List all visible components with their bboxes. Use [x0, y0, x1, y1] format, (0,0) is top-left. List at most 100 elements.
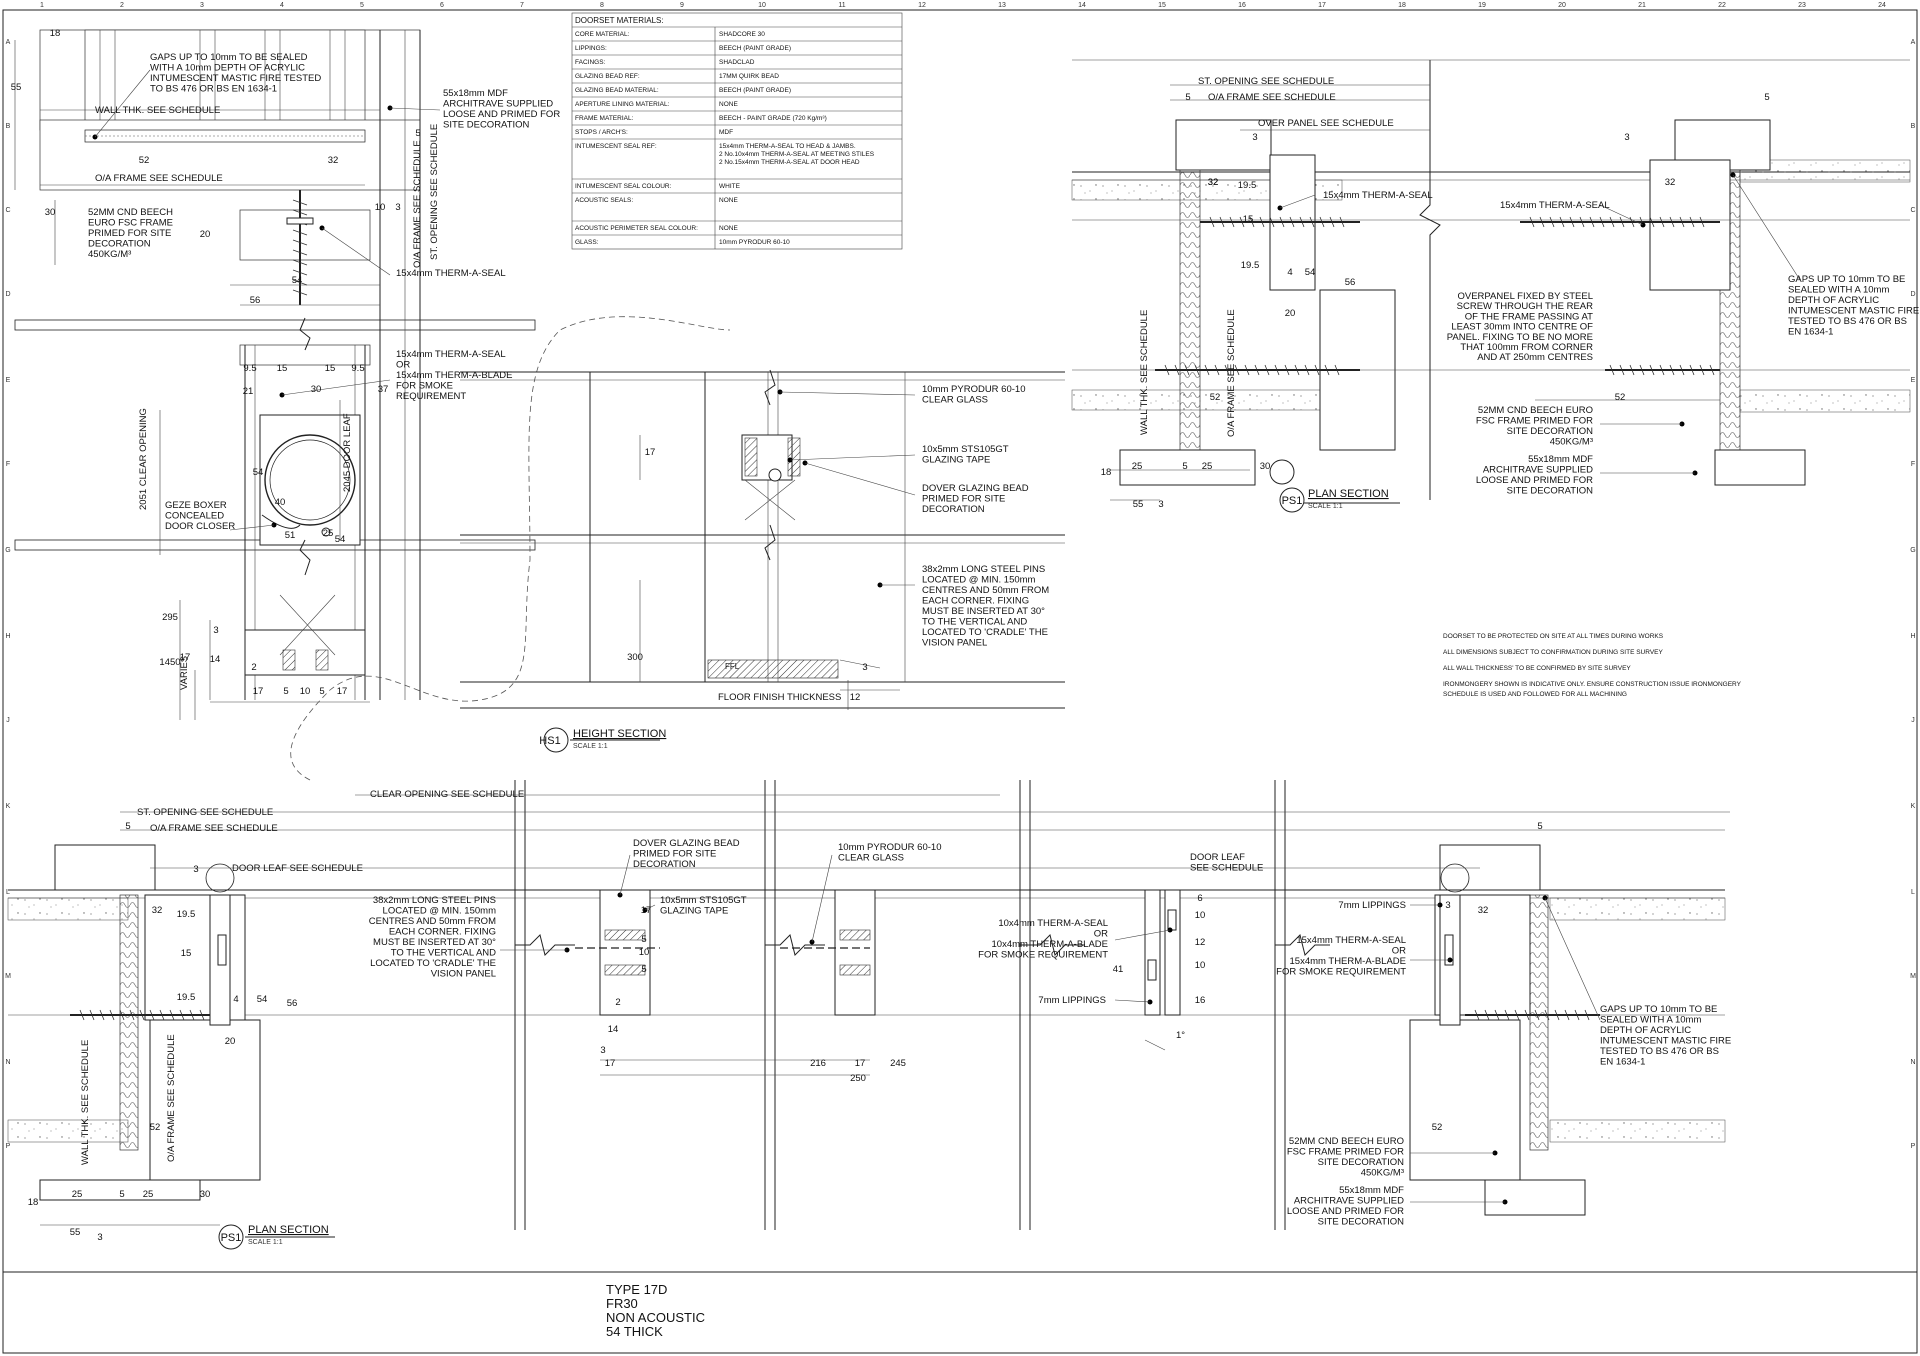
ps1-top-dimension: 3: [1252, 132, 1257, 143]
grid-row-B-right: B: [1911, 123, 1916, 130]
ps1-bottom-angle-label: 1°: [1176, 1030, 1185, 1041]
ps1-bottom-pins-note: 38x2mm LONG STEEL PINS: [373, 895, 496, 906]
ps1-top-frame-note: SITE DECORATION: [1507, 426, 1594, 437]
ps1-bottom-scale: SCALE 1:1: [248, 1239, 283, 1246]
ps1-bottom-dimension: 5: [1537, 821, 1542, 832]
ps1-bottom-dimension: 25: [143, 1189, 154, 1200]
hs1-dimension: 9.5: [351, 363, 364, 374]
hs1-frame-note: PRIMED FOR SITE: [88, 228, 171, 239]
hs1-dimension: 300: [627, 652, 643, 663]
ps1-bottom-glass-note: CLEAR GLASS: [838, 853, 904, 864]
ps1-bottom-dimension: 10: [1195, 960, 1206, 971]
hs1-geze-note: GEZE BOXER: [165, 500, 227, 511]
ps1-top-dimension: 56: [1345, 277, 1356, 288]
general-note: IRONMONGERY SHOWN IS INDICATIVE ONLY. EN…: [1443, 681, 1742, 688]
general-note: ALL WALL THICKNESS' TO BE CONFIRMED BY S…: [1443, 665, 1631, 672]
ps1-bottom-lippings-right: 7mm LIPPINGS: [1338, 900, 1406, 911]
ps1-top-over-panel: OVER PANEL SEE SCHEDULE: [1258, 118, 1394, 129]
ps1-bottom-pins-note: TO THE VERTICAL AND: [391, 948, 496, 959]
hs1-dimension: 3: [395, 202, 400, 213]
grid-row-N-right: N: [1910, 1059, 1915, 1066]
materials-value: 2 No.10x4mm THERM-A-SEAL AT MEETING STIL…: [719, 151, 875, 158]
hs1-dimension: 17: [180, 652, 191, 663]
grid-column-18: 18: [1398, 2, 1406, 9]
hs1-pins-note: LOCATED TO 'CRADLE' THE: [922, 627, 1048, 638]
ps1-bottom-title: PLAN SECTION: [248, 1224, 329, 1236]
hs1-pins-note: EACH CORNER. FIXING: [922, 596, 1029, 607]
hs1-title: HEIGHT SECTION: [573, 728, 666, 740]
ps1-top-overpanel-note: THAT 100mm FROM CORNER: [1460, 342, 1593, 353]
ps1-bottom-dimension: 14: [608, 1024, 619, 1035]
ps1-top-frame-note: FSC FRAME PRIMED FOR: [1476, 416, 1593, 427]
ps1-top-frame-note: 52MM CND BEECH EURO: [1478, 405, 1593, 416]
ps1-bottom-dimension: 4: [233, 994, 238, 1005]
ps1-bottom-frame-note: 450KG/M³: [1361, 1168, 1404, 1179]
grid-column-14: 14: [1078, 2, 1086, 9]
grid-column-23: 23: [1798, 2, 1806, 9]
hs1-glass-note: 10mm PYRODUR 60-10: [922, 384, 1025, 395]
ps1-top-title: PLAN SECTION: [1308, 488, 1389, 500]
hs1-dimension: 32: [328, 155, 339, 166]
hs1-ffl-label: FFL: [725, 662, 740, 671]
ps1-bottom-meeting-stile-note: OR: [1094, 929, 1108, 940]
hs1-architrave-note: SITE DECORATION: [443, 120, 530, 131]
grid-row-D-right: D: [1910, 291, 1915, 298]
hs1-dimension: 5: [283, 686, 288, 697]
ps1-top-plan-section: [1071, 59, 1911, 513]
ps1-bottom-gaps-note: SEALED WITH A 10mm: [1600, 1015, 1701, 1026]
ps1-top-gaps-note: GAPS UP TO 10mm TO BE: [1788, 274, 1905, 285]
hs1-dimension: 25: [323, 528, 334, 539]
ps1-bottom-dimension: 17: [855, 1058, 866, 1069]
materials-label: INTUMESCENT SEAL REF:: [575, 143, 657, 150]
hs1-st-opening-vertical: ST. OPENING SEE SCHEDULE: [429, 124, 440, 260]
grid-row-B-left: B: [6, 123, 11, 130]
ps1-bottom-pins-note: LOCATED @ MIN. 150mm: [383, 906, 497, 917]
materials-value: SHADCORE 30: [719, 31, 765, 38]
general-note: DOORSET TO BE PROTECTED ON SITE AT ALL T…: [1443, 633, 1664, 640]
hs1-frame-note: EURO FSC FRAME: [88, 218, 173, 229]
ps1-bottom-plan-section: [7, 780, 1730, 1250]
hs1-glass-note: CLEAR GLASS: [922, 395, 988, 406]
ps1-top-dimension: 19.5: [1241, 260, 1260, 271]
grid-row-A-left: A: [6, 39, 11, 46]
hs1-oa-frame-vertical: O/A FRAME SEE SCHEDULE: [412, 140, 423, 268]
ps1-bottom-dimension: 17: [605, 1058, 616, 1069]
hs1-dimension: 56: [250, 295, 261, 306]
ps1-bottom-pins-note: VISION PANEL: [431, 969, 496, 980]
title-block-fire-rating: FR30: [606, 1296, 638, 1311]
materials-value: SHADCLAD: [719, 59, 755, 66]
ps1-top-frame-note: 450KG/M³: [1550, 437, 1593, 448]
ps1-bottom-dimension: 54: [257, 994, 268, 1005]
hs1-dimension: 10: [300, 686, 311, 697]
ps1-bottom-dimension: 19.5: [177, 992, 196, 1003]
hs1-clear-opening-dim: 2051 CLEAR OPENING: [138, 408, 149, 510]
hs1-dimension: 14: [210, 654, 221, 665]
hs1-floor-finish-label: FLOOR FINISH THICKNESS: [718, 692, 841, 703]
grid-row-C-left: C: [5, 207, 10, 214]
grid-row-D-left: D: [5, 291, 10, 298]
materials-value: BEECH - PAINT GRADE (720 Kg/m³): [719, 115, 827, 122]
ps1-top-dimension: 3: [1158, 499, 1163, 510]
grid-row-L-right: L: [1911, 889, 1915, 896]
ps1-top-dimension: 32: [1208, 177, 1219, 188]
ps1-bottom-door-leaf-right: SEE SCHEDULE: [1190, 863, 1263, 874]
hs1-dimension: 17: [645, 447, 656, 458]
grid-row-C-right: C: [1910, 207, 1915, 214]
materials-label: GLAZING BEAD MATERIAL:: [575, 87, 659, 94]
hs1-tag: HS1: [539, 735, 560, 747]
ps1-top-scale: SCALE 1:1: [1308, 503, 1343, 510]
hs1-frame-note: DECORATION: [88, 239, 151, 250]
hs1-dimension: 18: [50, 28, 61, 39]
hs1-dimension: 9.5: [243, 363, 256, 374]
materials-label: GLAZING BEAD REF:: [575, 73, 640, 80]
ps1-bottom-tag: PS1: [221, 1232, 242, 1244]
ps1-top-oa-frame-vertical: O/A FRAME SEE SCHEDULE: [1226, 309, 1237, 437]
ps1-bottom-architrave-note: LOOSE AND PRIMED FOR: [1287, 1206, 1404, 1217]
hs1-seal-or-note: 15x4mm THERM-A-BLADE: [396, 370, 513, 381]
hs1-tape-note: GLAZING TAPE: [922, 455, 990, 466]
general-note: ALL DIMENSIONS SUBJECT TO CONFIRMATION D…: [1443, 649, 1663, 656]
materials-value: NONE: [719, 225, 738, 232]
ps1-bottom-dimension: 12: [1195, 937, 1206, 948]
ps1-top-gaps-note: SEALED WITH A 10mm: [1788, 285, 1889, 296]
